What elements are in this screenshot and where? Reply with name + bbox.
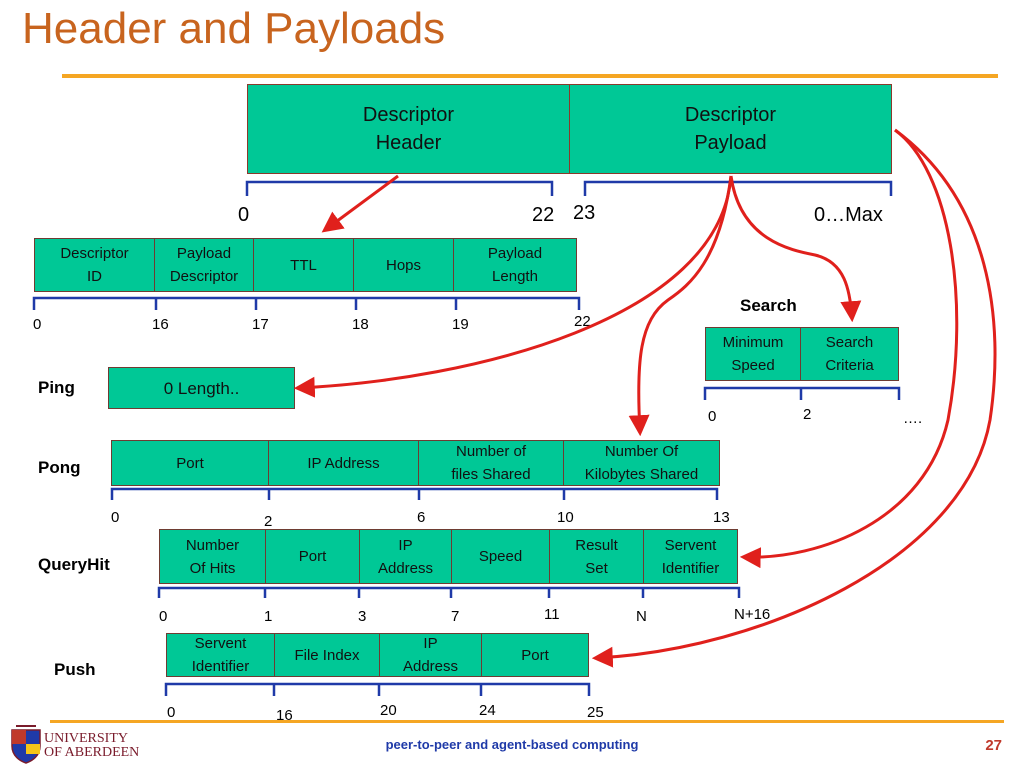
field-push-port: Port — [481, 633, 589, 677]
field-descriptor-id: Descriptor ID — [34, 238, 155, 292]
field-file-index: File Index — [274, 633, 380, 677]
queryhit-bracket — [157, 586, 741, 598]
field-hops: Hops — [353, 238, 454, 292]
descriptor-offset-22: 22 — [532, 204, 555, 226]
push-offset-0: 0 — [167, 704, 176, 721]
header-fields-row: Descriptor ID Payload Descriptor TTL Hop… — [34, 238, 577, 292]
field-zero-length: 0 Length.. — [108, 367, 295, 409]
ping-row: 0 Length.. — [108, 367, 295, 409]
field-queryhit-servent-identifier: Servent Identifier — [643, 529, 738, 584]
push-row: Servent Identifier File Index IP Address… — [166, 633, 589, 677]
field-pong-ip-address: IP Address — [268, 440, 419, 486]
arrow-payload-to-queryhit — [739, 128, 959, 569]
push-offset-20: 20 — [380, 702, 397, 719]
university-crest-icon — [11, 725, 41, 764]
logo-line-1: UNIVERSITY — [44, 731, 128, 746]
search-row: Minimum Speed Search Criteria — [705, 327, 899, 381]
queryhit-offset-7: 7 — [451, 608, 460, 625]
descriptor-payload-bracket — [583, 180, 893, 196]
descriptor-offset-max: 0…Max — [814, 204, 883, 226]
search-label: Search — [740, 296, 797, 315]
field-ttl: TTL — [253, 238, 354, 292]
push-offset-25: 25 — [587, 704, 604, 721]
title-rule — [62, 74, 998, 78]
arrow-header-to-fields — [321, 174, 399, 233]
field-speed: Speed — [451, 529, 550, 584]
search-offset-0: 0 — [708, 408, 717, 425]
field-push-ip-address: IP Address — [379, 633, 482, 677]
descriptor-header-cell: Descriptor Header — [247, 84, 570, 174]
arrow-payload-to-push — [591, 128, 997, 668]
queryhit-row: Number Of Hits Port IP Address Speed Res… — [159, 529, 738, 584]
queryhit-offset-3: 3 — [358, 608, 367, 625]
pong-offset-13: 13 — [713, 509, 730, 526]
header-offset-17: 17 — [252, 316, 269, 333]
field-files-shared: Number of files Shared — [418, 440, 564, 486]
search-offset-2: 2 — [803, 406, 812, 423]
field-queryhit-ip-address: IP Address — [359, 529, 452, 584]
header-offset-18: 18 — [352, 316, 369, 333]
field-push-servent-identifier: Servent Identifier — [166, 633, 275, 677]
slide-title: Header and Payloads — [22, 4, 446, 53]
pong-bracket — [110, 487, 719, 500]
university-logo-text: UNIVERSITY OF ABERDEEN — [44, 732, 139, 760]
field-search-criteria: Search Criteria — [800, 327, 899, 381]
descriptor-offset-23: 23 — [573, 202, 596, 224]
field-payload-length: Payload Length — [453, 238, 577, 292]
search-bracket — [703, 386, 901, 400]
header-fields-bracket — [32, 296, 581, 310]
field-payload-descriptor: Payload Descriptor — [154, 238, 254, 292]
descriptor-payload-cell: Descriptor Payload — [569, 84, 892, 174]
queryhit-offset-1: 1 — [264, 608, 273, 625]
ping-label: Ping — [38, 378, 75, 397]
queryhit-offset-11: 11 — [544, 606, 560, 623]
pong-label: Pong — [38, 458, 81, 477]
header-offset-16: 16 — [152, 316, 169, 333]
search-offset-more: …. — [903, 410, 923, 427]
pong-offset-2: 2 — [264, 513, 273, 530]
field-minimum-speed: Minimum Speed — [705, 327, 801, 381]
descriptor-row: Descriptor Header Descriptor Payload — [247, 84, 892, 174]
arrow-payload-to-ping — [293, 175, 733, 398]
pong-row: Port IP Address Number of files Shared N… — [111, 440, 720, 486]
push-offset-24: 24 — [479, 702, 496, 719]
descriptor-offset-0: 0 — [238, 204, 250, 226]
footer-rule — [50, 720, 1004, 723]
field-pong-port: Port — [111, 440, 269, 486]
pong-offset-10: 10 — [557, 509, 574, 526]
page-number: 27 — [985, 737, 1002, 754]
queryhit-offset-0: 0 — [159, 608, 168, 625]
footer-text: peer-to-peer and agent-based computing — [385, 737, 639, 752]
pong-offset-6: 6 — [417, 509, 426, 526]
push-bracket — [164, 682, 591, 696]
field-queryhit-port: Port — [265, 529, 360, 584]
push-label: Push — [54, 660, 96, 679]
queryhit-offset-n16: N+16 — [734, 606, 771, 623]
logo-line-2: OF ABERDEEN — [44, 745, 140, 760]
descriptor-header-bracket — [245, 180, 554, 196]
field-kilobytes-shared: Number Of Kilobytes Shared — [563, 440, 720, 486]
header-offset-22: 22 — [574, 313, 591, 330]
arrow-payload-to-pong — [628, 175, 733, 437]
header-offset-0: 0 — [33, 316, 42, 333]
queryhit-offset-n: N — [636, 608, 647, 625]
header-offset-19: 19 — [452, 316, 469, 333]
arrow-payload-to-search — [729, 175, 862, 323]
field-number-of-hits: Number Of Hits — [159, 529, 266, 584]
push-offset-16: 16 — [276, 707, 293, 724]
queryhit-label: QueryHit — [38, 555, 110, 574]
pong-offset-0: 0 — [111, 509, 120, 526]
